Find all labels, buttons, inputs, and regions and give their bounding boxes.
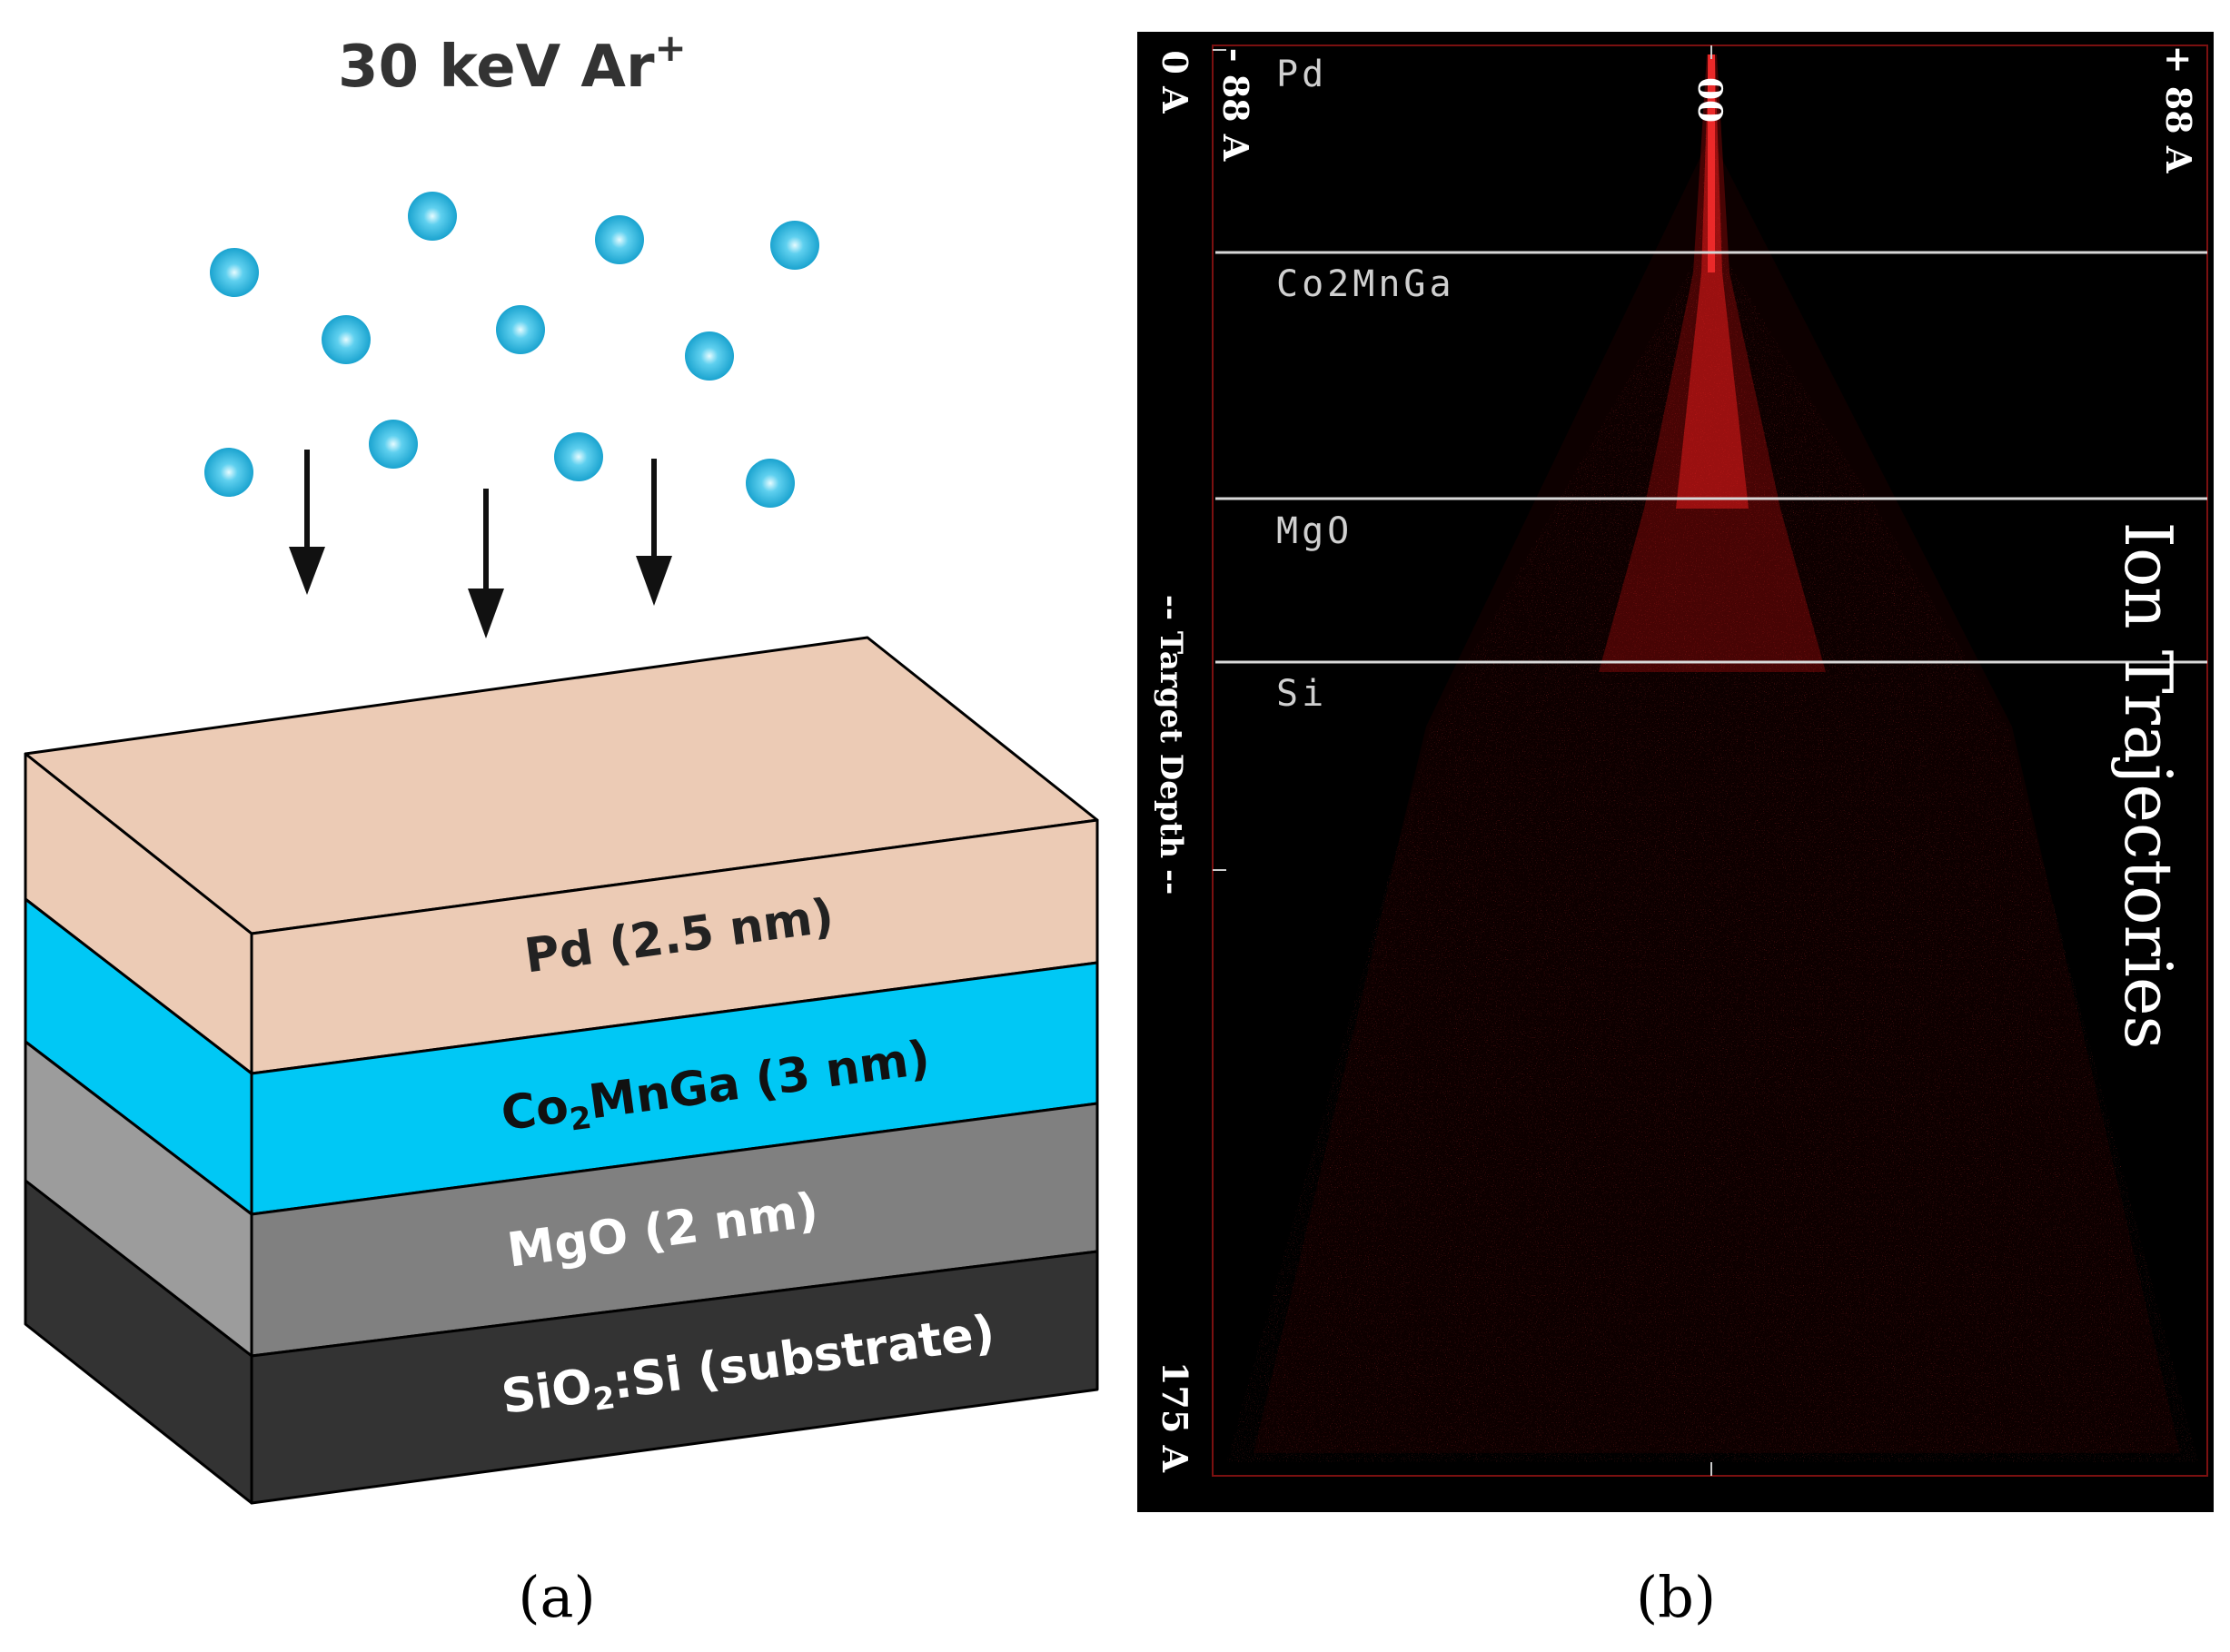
lateral-center-label: 00 bbox=[1690, 77, 1729, 123]
sim-label-pd: Pd bbox=[1276, 54, 1327, 95]
trajectory-bright-core bbox=[1676, 54, 1749, 509]
layer-stack bbox=[24, 636, 1099, 1505]
panel-a: 30 keV Ar+ bbox=[24, 25, 1099, 1630]
down-arrow-icon bbox=[468, 489, 504, 638]
ion bbox=[204, 448, 253, 497]
sim-label-si: Si bbox=[1276, 673, 1327, 715]
ion bbox=[496, 305, 545, 354]
ion bbox=[554, 432, 603, 481]
ion bbox=[746, 459, 795, 508]
trajectory-beam-entry bbox=[1708, 54, 1715, 272]
ion bbox=[770, 221, 819, 270]
tick-marks bbox=[1213, 45, 1712, 1476]
sim-label-mgo: MgO bbox=[1276, 510, 1353, 552]
trajectory-core bbox=[1599, 54, 1826, 672]
layer-interfaces bbox=[1215, 251, 2207, 664]
beam-arrows bbox=[289, 450, 672, 638]
ion bbox=[408, 192, 457, 241]
trajectory-spread bbox=[1254, 136, 2180, 1453]
depth-bottom-label: 175 A bbox=[1155, 1361, 1195, 1473]
depth-axis-label: -- Target Depth -- bbox=[1153, 595, 1189, 895]
down-arrow-icon bbox=[289, 450, 325, 595]
plot-title: Ion Trajectories bbox=[2110, 522, 2186, 1050]
ion bbox=[595, 215, 644, 264]
down-arrow-icon bbox=[636, 459, 672, 606]
panel-b: Pd Co2MnGa MgO Si 0 A -- Target Depth --… bbox=[1137, 32, 2214, 1630]
caption-b: (b) bbox=[1636, 1564, 1716, 1630]
depth-top-label: 0 A bbox=[1155, 50, 1195, 114]
simulation-layer-labels: Pd Co2MnGa MgO Si bbox=[1276, 54, 1455, 715]
argon-ions bbox=[204, 192, 819, 508]
ion bbox=[322, 315, 371, 364]
layer-substrate-front bbox=[250, 1250, 1099, 1505]
axis-labels: 0 A -- Target Depth -- 175 A - 88 A 00 +… bbox=[1153, 45, 2199, 1473]
ion bbox=[210, 248, 259, 297]
caption-a: (a) bbox=[518, 1564, 595, 1630]
beam-label: 30 keV Ar+ bbox=[338, 25, 687, 101]
lateral-left-label: - 88 A bbox=[1215, 48, 1256, 162]
plot-frame bbox=[1212, 45, 2208, 1477]
ion bbox=[369, 420, 418, 469]
ion bbox=[685, 331, 734, 381]
sim-label-co2mnga: Co2MnGa bbox=[1276, 263, 1455, 305]
lateral-right-label: + 88 A bbox=[2158, 45, 2199, 173]
